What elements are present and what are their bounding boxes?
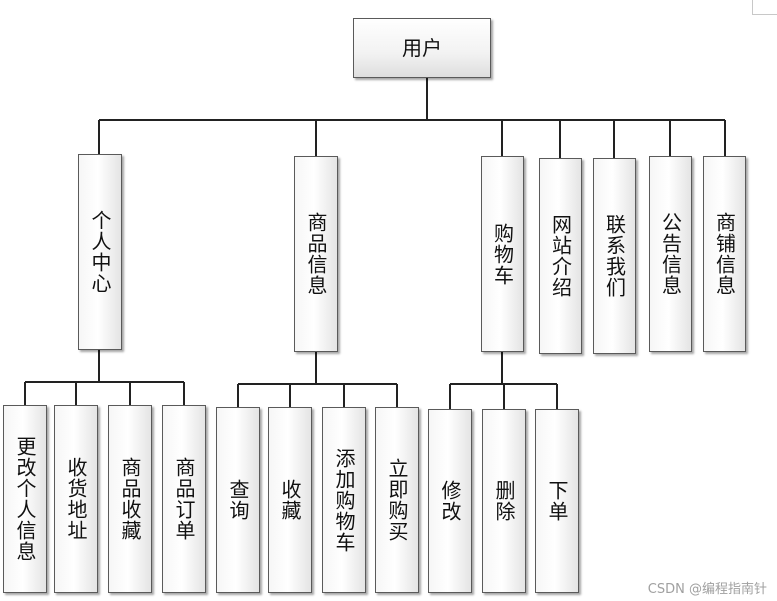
node-product-info: 商品信息	[294, 156, 338, 352]
node-label: 更改个人信息	[13, 436, 37, 562]
node-root-user: 用户	[353, 18, 491, 78]
node-label: 立即购买	[385, 458, 409, 542]
node-label: 添加购物车	[332, 447, 356, 553]
node-buy-now: 立即购买	[375, 407, 419, 593]
node-label: 公告信息	[658, 212, 683, 296]
node-shop-info: 商铺信息	[703, 156, 746, 352]
node-label: 商铺信息	[712, 212, 737, 296]
node-label: 收藏	[278, 479, 302, 521]
node-label: 个人中心	[88, 210, 112, 294]
node-site-intro: 网站介绍	[539, 158, 582, 354]
node-label: 查询	[226, 479, 250, 521]
node-add-to-cart: 添加购物车	[322, 407, 366, 593]
node-label: 联系我们	[602, 214, 627, 298]
node-label: 下单	[545, 480, 569, 522]
node-place-order: 下单	[535, 409, 579, 593]
node-announcements: 公告信息	[649, 156, 692, 352]
node-contact-us: 联系我们	[593, 158, 636, 354]
node-label: 网站介绍	[548, 214, 573, 298]
page-corner-mark	[752, 0, 777, 15]
watermark-text: CSDN @编程指南针	[647, 582, 767, 597]
node-product-orders: 商品订单	[162, 405, 206, 593]
node-label: 商品收藏	[118, 457, 142, 541]
node-product-favorites: 商品收藏	[108, 405, 152, 593]
node-label: 用户	[402, 36, 442, 60]
node-label: 收货地址	[64, 457, 88, 541]
node-shipping-address: 收货地址	[54, 405, 98, 593]
node-label: 商品订单	[172, 457, 196, 541]
node-edit-personal-info: 更改个人信息	[3, 405, 47, 593]
node-search: 查询	[216, 407, 260, 593]
node-delete: 删除	[482, 409, 526, 593]
node-label: 修改	[438, 480, 462, 522]
node-label: 购物车	[490, 222, 515, 286]
node-shopping-cart: 购物车	[481, 156, 524, 352]
node-label: 商品信息	[304, 212, 328, 296]
node-favorite: 收藏	[268, 407, 312, 593]
node-label: 删除	[492, 480, 516, 522]
node-modify: 修改	[428, 409, 472, 593]
node-personal-center: 个人中心	[78, 154, 122, 350]
